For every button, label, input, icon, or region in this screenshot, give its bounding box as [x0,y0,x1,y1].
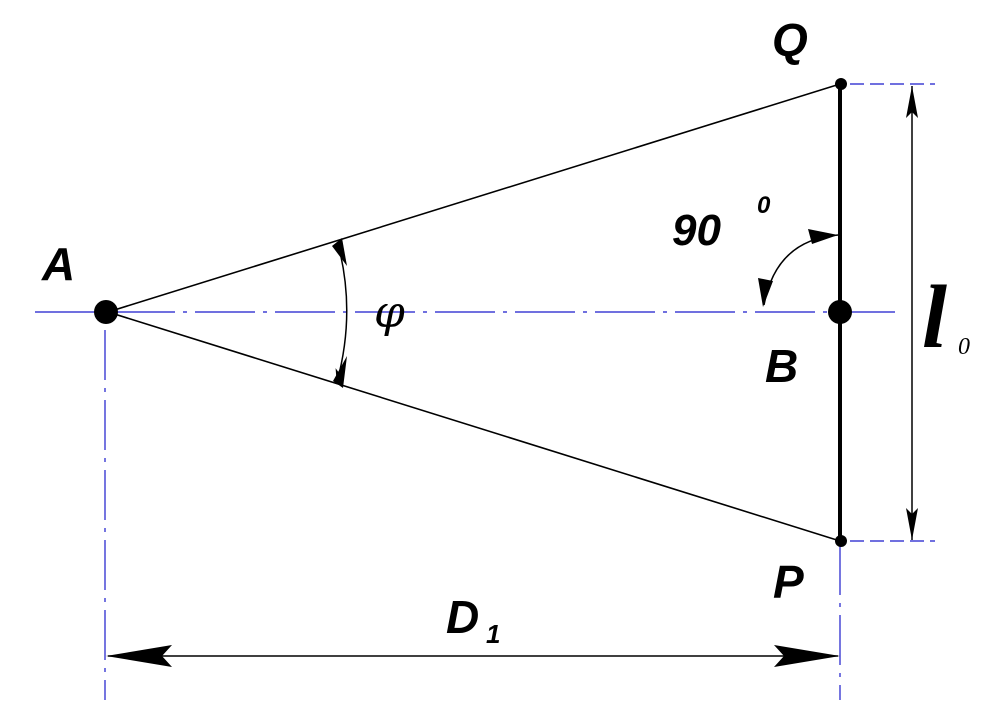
label-length-l: l [922,268,947,367]
label-distance-d: D [446,591,479,643]
construction-lines [35,83,935,700]
label-point-p: P [773,556,804,608]
right-angle-arrow-bottom [758,278,773,307]
side-ap [107,311,841,542]
label-right-angle-value: 90 [672,206,721,255]
label-point-a: A [41,238,75,290]
label-point-b: B [765,340,798,392]
label-right-angle-degree: 0 [757,192,771,219]
label-length-subscript: 0 [958,334,970,360]
label-angle-phi: φ [374,287,405,338]
right-angle-arc [763,234,839,306]
l0-arrow-bottom [906,508,918,540]
point-a-marker [94,300,118,324]
right-angle-arrow-top [808,229,838,244]
point-q-marker [835,78,847,90]
label-distance-subscript: 1 [486,619,500,649]
side-aq [107,83,841,313]
point-p-marker [835,535,847,547]
phi-angle-arc [335,243,348,383]
d1-arrow-left [106,645,172,667]
l0-arrow-top [906,86,918,118]
phi-arrow-top [332,238,347,266]
label-point-q: Q [772,14,808,66]
d1-arrow-right [774,645,840,667]
phi-arrow-bottom [333,356,347,388]
point-b-marker [828,300,852,324]
